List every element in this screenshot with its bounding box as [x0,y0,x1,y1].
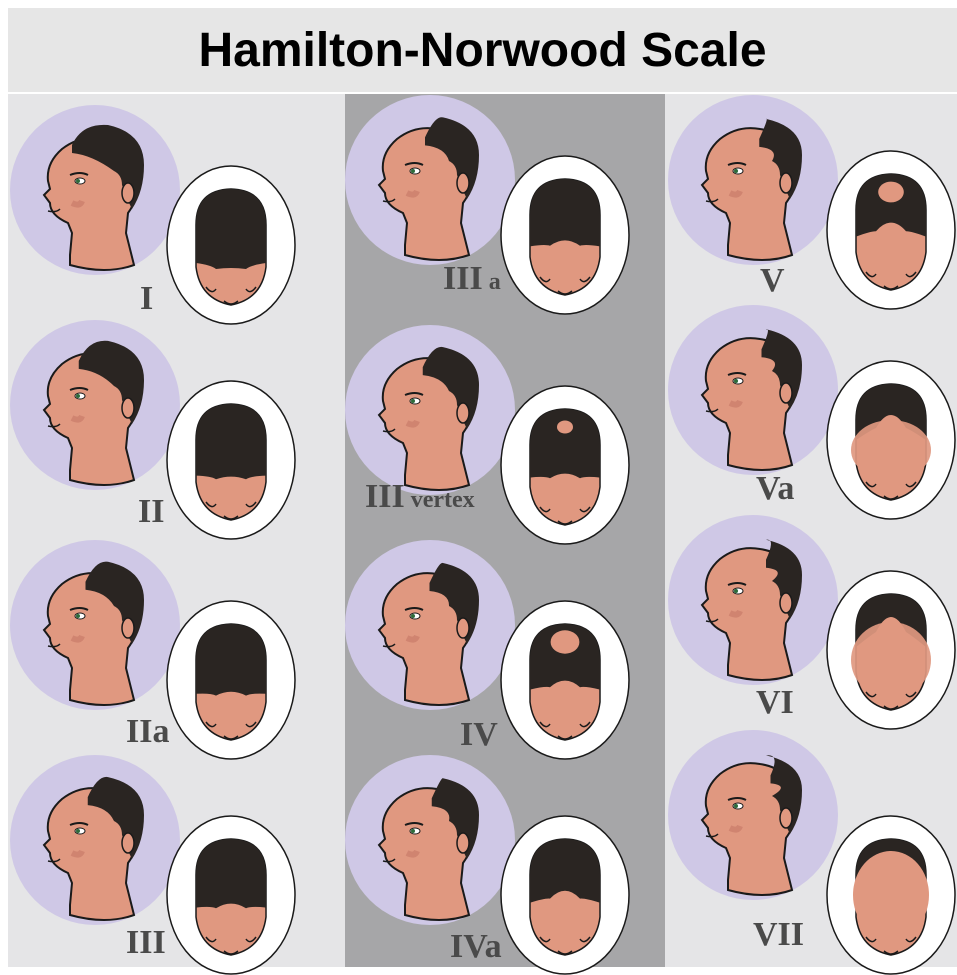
stage-label: II [138,495,164,529]
stage-label-main: III [443,260,483,297]
face-circle [668,305,838,475]
top-view-circle [500,815,630,975]
face-profile-illustration [345,95,515,265]
face-profile-illustration [345,325,515,495]
face-circle [345,95,515,265]
stage-label: I [140,282,153,316]
stage-label: VII [753,918,804,952]
face-profile-illustration [10,105,180,275]
top-view-illustration [826,150,956,310]
top-view-circle [166,815,296,975]
stage-label-main: II [138,493,164,530]
stage-label: III a [443,262,501,296]
top-view-circle [166,380,296,540]
stage-label: IVa [450,930,502,964]
face-circle [10,755,180,925]
stage-label-main: Va [756,470,794,507]
top-view-circle [500,155,630,315]
face-profile-illustration [668,95,838,265]
stage-label-main: III [126,924,166,961]
face-circle [668,95,838,265]
face-circle [668,515,838,685]
stage-label-sub: a [483,269,501,295]
face-profile-illustration [668,305,838,475]
face-circle [345,325,515,495]
stage-label: IIa [126,715,169,749]
face-profile-illustration [10,540,180,710]
face-profile-illustration [345,540,515,710]
top-view-illustration [826,570,956,730]
top-view-illustration [500,385,630,545]
top-view-illustration [166,380,296,540]
stage-label-sub: vertex [405,487,475,513]
title-bar: Hamilton-Norwood Scale [8,8,957,92]
stage-label-main: IVa [450,928,502,965]
stage-label-main: V [760,262,785,299]
top-view-circle [166,600,296,760]
face-profile-illustration [345,755,515,925]
top-view-illustration [826,360,956,520]
face-circle [10,540,180,710]
face-circle [10,105,180,275]
face-profile-illustration [10,320,180,490]
top-view-circle [500,385,630,545]
top-view-circle [500,600,630,760]
top-view-circle [826,570,956,730]
stage-label-main: VII [753,916,804,953]
stage-label-main: I [140,280,153,317]
stage-label-main: VI [756,684,794,721]
stage-label: Va [756,472,794,506]
face-circle [668,730,838,900]
top-view-illustration [166,165,296,325]
face-profile-illustration [668,730,838,900]
top-view-illustration [166,815,296,975]
stage-label: III vertex [365,480,475,514]
page-title: Hamilton-Norwood Scale [198,23,766,78]
stage-label-main: IIa [126,713,169,750]
top-view-circle [826,360,956,520]
face-profile-illustration [10,755,180,925]
top-view-illustration [500,815,630,975]
stage-label-main: III [365,478,405,515]
face-circle [345,755,515,925]
face-circle [345,540,515,710]
stage-label: V [760,264,785,298]
top-view-circle [166,165,296,325]
stage-label-main: IV [460,716,498,753]
stage-label: III [126,926,166,960]
stage-label: VI [756,686,794,720]
face-profile-illustration [668,515,838,685]
top-view-illustration [500,155,630,315]
top-view-illustration [166,600,296,760]
stage-label: IV [460,718,498,752]
top-view-illustration [826,815,956,975]
top-view-illustration [500,600,630,760]
top-view-circle [826,150,956,310]
face-circle [10,320,180,490]
top-view-circle [826,815,956,975]
